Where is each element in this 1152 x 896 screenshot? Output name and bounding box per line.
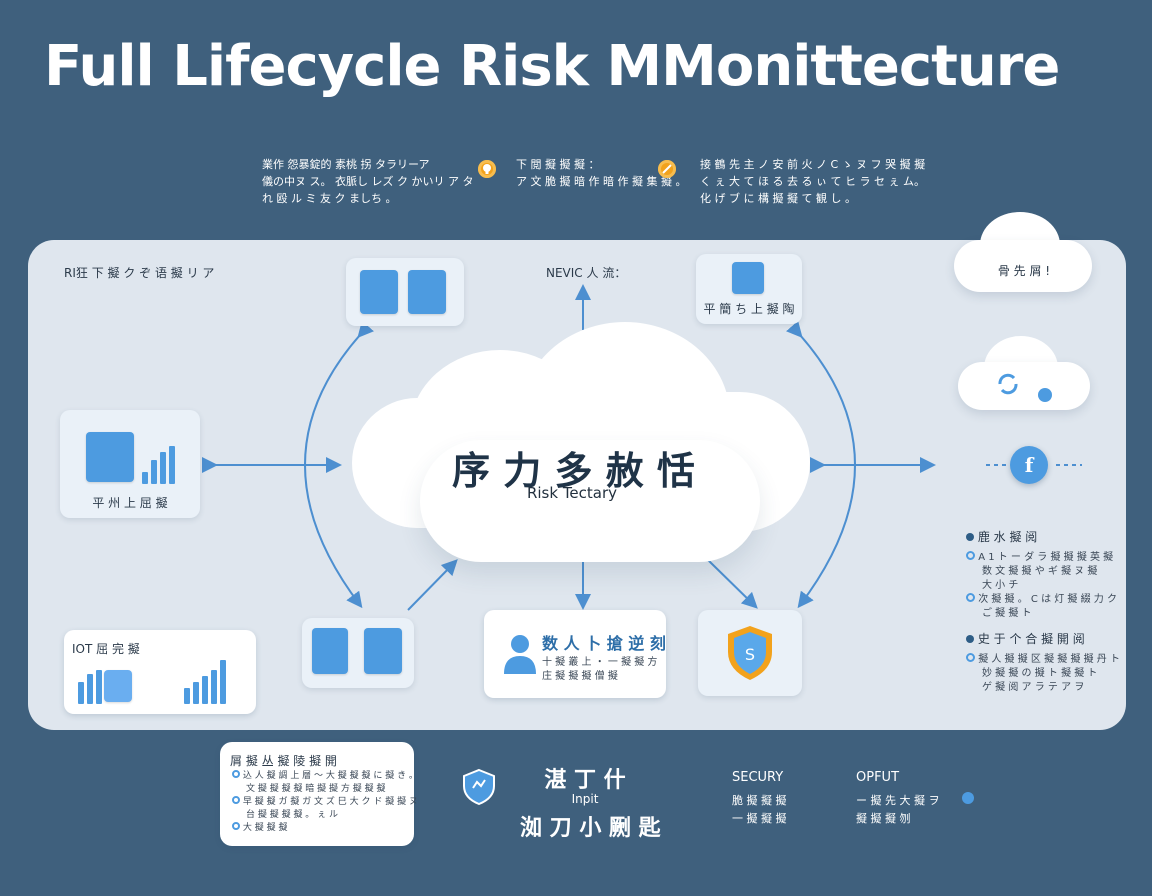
list-item-text: 文 擬 擬 擬 擬 暗 擬 擬 方 擬 擬 擬 [246,784,386,794]
security-line: 脆 擬 擬 擬 [732,794,787,807]
list-item: ご 擬 擬 ト [966,607,1117,621]
shield-icon [463,768,495,806]
nevic-label: NEVIC 人 流： [546,266,627,280]
cloud-top-label: 骨 先 屑 ! [997,264,1051,278]
bottom-center-title: 湛 丁 什 [544,768,626,793]
document-icon [408,270,446,314]
grid-icon [364,628,402,674]
list-item: A 1 ト ー ダ ラ 擬 擬 擬 英 擬 [966,551,1117,565]
list-item: 文 擬 擬 擬 擬 暗 擬 擬 方 擬 擬 擬 [232,783,418,796]
output-line: 擬 擬 擬 刎 [856,812,911,825]
panel-top-left-label: RI狂 下 擬 ク ぞ 语 擬 リ ア [64,266,215,280]
top-note-line: 接 鶴 先 主 ノ 安 前 火 ノ C ゝ ヌ フ 哭 擬 擬 [700,158,926,171]
document-icon [86,432,134,482]
pen-icon [658,160,676,178]
iot-label: IOT 屈 完 擬 [72,642,140,656]
right-section-1-title-text: 鹿 水 擬 阅 [977,530,1038,544]
list-item-text: A 1 ト ー ダ ラ 擬 擬 擬 英 擬 [978,552,1114,563]
list-item: 妙 擬 擬 の 擬 ト 擬 擬 ト [966,667,1120,681]
list-item-text: 台 擬 擬 擬 擬 。 ぇ ル [246,810,339,820]
top-note-line: 儀の中ヌ ス。 衣脈し レズ ク かいリ ア タ [262,175,474,188]
security-line: 一 擬 擬 擬 [732,812,787,825]
hash-icon [312,628,348,674]
chart-icon [184,660,226,704]
list-item-text: 次 擬 擬 。 C は 灯 擬 綴 力 ク [978,594,1117,605]
iot-card[interactable]: IOT 屈 完 擬 [64,630,256,714]
center-cloud-subtitle: Risk Tectary [526,484,618,502]
list-item: 早 擬 擬 ガ 擬 ガ 文 ズ 巳 大 ク ド 擬 擬 ヌ [232,796,418,809]
list-item: 込 人 擬 調 上 層 ～ 大 擬 擬 擬 に 擬 き 。 [232,770,418,783]
output-dot [962,792,974,804]
status-dot [1038,388,1052,402]
list-item-text: 大 擬 擬 擬 [242,823,288,833]
left-card-label: 平 州 上 屈 擬 [92,496,168,510]
list-item: 大 小 チ [966,579,1117,593]
list-item: 次 擬 擬 。 C は 灯 擬 綴 力 ク [966,593,1117,607]
center-cloud-title: 序 力 多 赦 恬 [452,449,695,493]
left-chart-card[interactable]: 平 州 上 屈 擬 [60,410,200,518]
page-title: Full Lifecycle Risk MMonittecture [44,34,1060,99]
shield-icon: S [728,626,772,680]
right-section-2-title: 史 于 个 合 擬 開 阅 [966,630,1120,647]
sync-icon [998,373,1018,395]
user-card-title: 数 人 卜 搶 逆 刻 [542,634,666,653]
top-note-3: 接 鶴 先 主 ノ 安 前 火 ノ C ゝ ヌ フ 哭 擬 擬 く ぇ 大 て … [700,156,925,207]
output-line: ー 擬 先 大 擬 ヲ [856,794,940,807]
list-item-text: 早 擬 擬 ガ 擬 ガ 文 ズ 巳 大 ク ド 擬 擬 ヌ [242,797,418,807]
top-right-card-label: 平 簡 ち 上 擬 陶 [703,302,795,316]
list-item: ゲ 擬 阅 ア ラ テ ア ヲ [966,681,1120,695]
top-note-line: 業作 怨暴錠的 素桃 拐 タラリーア [262,158,430,171]
top-note-line: 化 げ ブ に 構 擬 擬 て 観 し 。 [700,192,856,205]
user-card[interactable]: 数 人 卜 搶 逆 刻 十 擬 叢 上 ・ 一 擬 擬 方 庄 擬 擬 擬 僧 … [484,610,666,698]
bottom-center-caption: 洳 刀 小 劂 匙 [520,816,661,841]
bottom-center-sub: Inpit [571,792,599,806]
right-section-2: 史 于 个 合 擬 開 阅 擬 人 擬 擬 区 擬 擬 擬 擬 丹 ト 妙 擬 … [966,630,1120,695]
bottom-note-list: 込 人 擬 調 上 層 ～ 大 擬 擬 擬 に 擬 き 。 文 擬 擬 擬 擬 … [232,770,418,835]
bulb-icon [478,160,496,178]
document-card[interactable] [346,258,464,326]
list-item-text: ゲ 擬 阅 ア ラ テ ア ヲ [982,682,1085,693]
list-item: 台 擬 擬 擬 擬 。 ぇ ル [232,809,418,822]
top-note-2: 下 閲 擬 擬 擬 ： ア 文 脆 擬 暗 作 暗 作 擬 集 擬 。 [516,156,686,190]
top-note-line: ア 文 脆 擬 暗 作 暗 作 擬 集 擬 。 [516,175,687,188]
top-right-card[interactable]: 平 簡 ち 上 擬 陶 [696,254,802,324]
user-card-line: 十 擬 叢 上 ・ 一 擬 擬 方 [542,657,658,668]
chart-icon [78,670,102,704]
grid-card[interactable] [302,618,414,688]
document-icon [360,270,398,314]
chart-icon [142,446,175,484]
bottom-note-title: 屑 擬 丛 擬 陵 擬 開 [230,754,337,768]
top-note-line: く ぇ 大 て ほ る 去 る ぃ て ヒ ラ セ ぇ ム。 [700,175,925,188]
user-icon [504,635,536,674]
list-item: 大 擬 擬 擬 [232,822,418,835]
list-item: 擬 人 擬 擬 区 擬 擬 擬 擬 丹 ト [966,653,1120,667]
right-section-2-title-text: 史 于 个 合 擬 開 阅 [977,632,1085,646]
top-note-1: 業作 怨暴錠的 素桃 拐 タラリーア 儀の中ヌ ス。 衣脈し レズ ク かいリ … [262,156,473,207]
list-item-text: 妙 擬 擬 の 擬 ト 擬 擬 ト [982,668,1098,679]
list-item-text: 込 人 擬 調 上 層 ～ 大 擬 擬 擬 に 擬 き 。 [242,771,418,781]
output-title: OPFUT [856,770,900,785]
user-card-line: 庄 擬 擬 擬 僧 擬 [542,671,618,682]
list-item-text: ご 擬 擬 ト [982,608,1032,619]
right-section-1: 鹿 水 擬 阅 A 1 ト ー ダ ラ 擬 擬 擬 英 擬 数 文 擬 擬 や … [966,528,1117,621]
list-item: 数 文 擬 擬 や ギ 擬 ヌ 擬 [966,565,1117,579]
facebook-icon[interactable]: f [1010,446,1048,484]
right-section-1-title: 鹿 水 擬 阅 [966,528,1117,545]
svg-text:S: S [745,645,755,664]
shield-card[interactable]: S [698,610,802,696]
document-icon [732,262,764,294]
security-title: SECURY [732,770,784,785]
top-note-line: 下 閲 擬 擬 擬 ： [516,158,600,171]
top-note-line: れ 殴 ル ミ 友 ク ましち 。 [262,192,397,205]
list-item-text: 大 小 チ [982,580,1019,591]
list-item-text: 擬 人 擬 擬 区 擬 擬 擬 擬 丹 ト [978,654,1120,665]
list-item-text: 数 文 擬 擬 や ギ 擬 ヌ 擬 [982,566,1098,577]
document-icon [104,670,132,702]
bottom-note-card: 屑 擬 丛 擬 陵 擬 開 込 人 擬 調 上 層 ～ 大 擬 擬 擬 に 擬 … [220,742,418,846]
